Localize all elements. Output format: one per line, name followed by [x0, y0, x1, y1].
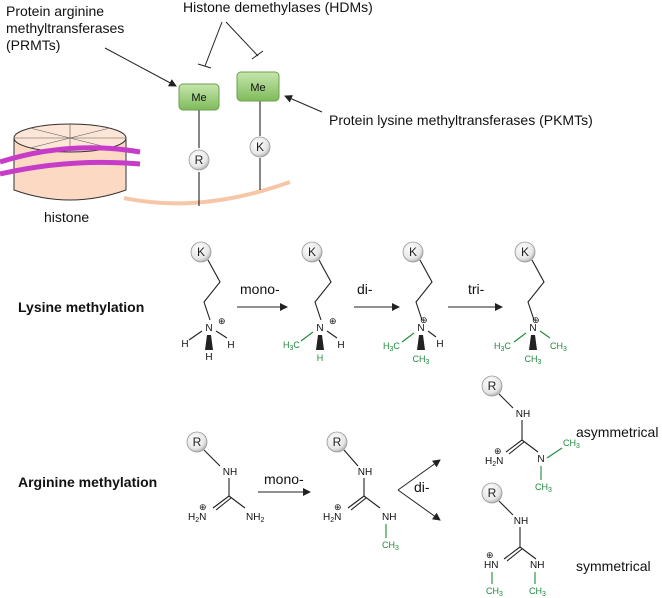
- prmt-arrow: [104, 47, 177, 87]
- prmt-label-line2: methyltransferases: [6, 20, 124, 36]
- svg-text:CH3: CH3: [525, 354, 542, 366]
- svg-text:K: K: [256, 140, 264, 154]
- svg-text:⊕: ⊕: [420, 315, 428, 325]
- svg-text:⊕: ⊕: [486, 550, 494, 560]
- svg-text:NH: NH: [358, 467, 372, 478]
- svg-text:⊕: ⊕: [218, 316, 226, 326]
- svg-text:NH: NH: [516, 409, 530, 420]
- svg-text:CH3: CH3: [413, 354, 430, 366]
- me-box-left: Me: [178, 83, 220, 111]
- svg-text:R: R: [333, 435, 342, 449]
- lysine-step-tri: tri-: [468, 281, 485, 297]
- svg-text:HN: HN: [484, 560, 498, 571]
- residue-k-ball: K: [249, 136, 271, 158]
- arginine-structure-0: R NH H2N ⊕ NH2: [186, 431, 264, 524]
- top-schematic: Protein arginine methyltransferases (PRM…: [0, 0, 593, 225]
- svg-text:K: K: [521, 245, 529, 259]
- svg-text:H3C: H3C: [283, 340, 300, 352]
- lysine-title: Lysine methylation: [18, 299, 144, 315]
- svg-text:CH3: CH3: [535, 482, 552, 494]
- arginine-title: Arginine methylation: [18, 474, 157, 490]
- svg-text:⊕: ⊕: [329, 316, 337, 326]
- svg-text:N: N: [316, 323, 323, 334]
- lysine-structure-0: K N ⊕ H H H: [181, 241, 235, 363]
- hdm-label: Histone demethylases (HDMs): [183, 0, 373, 15]
- pkmt-label: Protein lysine methyltransferases (PKMTs…: [329, 112, 593, 128]
- svg-text:NH: NH: [382, 512, 396, 523]
- svg-text:Me: Me: [250, 82, 265, 94]
- arginine-structure-1: R NH H2N ⊕ NH CH3: [323, 431, 399, 552]
- lysine-step-di: di-: [357, 281, 373, 297]
- svg-text:NH: NH: [223, 467, 237, 478]
- svg-text:H2N: H2N: [323, 512, 341, 524]
- asymmetrical-label: asymmetrical: [576, 424, 658, 440]
- svg-text:R: R: [488, 486, 497, 500]
- dna-strand: [0, 145, 141, 177]
- arginine-step-mono: mono-: [264, 471, 304, 487]
- svg-text:CH3: CH3: [529, 586, 546, 598]
- svg-text:⊕: ⊕: [494, 446, 502, 456]
- svg-text:H2N: H2N: [485, 456, 503, 468]
- svg-text:H: H: [317, 353, 324, 363]
- svg-text:R: R: [195, 153, 204, 167]
- hdm-inhibition: [197, 21, 264, 69]
- svg-text:H2N: H2N: [188, 512, 206, 524]
- lysine-structure-2: K N ⊕ H3C H CH3: [383, 241, 444, 366]
- svg-text:NH: NH: [514, 516, 528, 527]
- lysine-section: Lysine methylation mono- di- tri- K N ⊕ …: [18, 241, 567, 366]
- svg-text:⊕: ⊕: [334, 502, 342, 512]
- svg-text:R: R: [488, 379, 497, 393]
- lysine-step-mono: mono-: [240, 281, 280, 297]
- svg-text:H: H: [205, 352, 212, 363]
- svg-text:N: N: [205, 323, 212, 334]
- arginine-arrow-di-down: [397, 489, 441, 521]
- svg-text:N: N: [417, 323, 424, 334]
- svg-text:K: K: [197, 245, 205, 259]
- svg-text:K: K: [308, 245, 316, 259]
- histone-tail: [123, 180, 291, 206]
- prmt-label-line1: Protein arginine: [6, 3, 104, 19]
- svg-text:R: R: [193, 435, 202, 449]
- svg-text:H3C: H3C: [494, 341, 511, 353]
- svg-text:H: H: [436, 339, 443, 350]
- svg-text:H: H: [181, 339, 188, 350]
- arginine-structure-asym: R NH H2N ⊕ N CH3 CH3: [481, 375, 580, 494]
- svg-text:⊕: ⊕: [199, 502, 207, 512]
- svg-text:CH3: CH3: [563, 438, 580, 450]
- svg-text:K: K: [409, 245, 417, 259]
- arginine-structure-sym: R NH HN ⊕ NH CH3 CH3: [481, 482, 546, 598]
- svg-text:N: N: [537, 454, 544, 465]
- lysine-structure-3: K N ⊕ H3C CH3 CH3: [494, 241, 567, 366]
- arginine-arrow-di-up: [397, 459, 441, 491]
- lysine-structure-1: K N ⊕ H3C H H: [283, 241, 345, 363]
- pkmt-arrow: [284, 95, 323, 113]
- svg-text:H: H: [337, 340, 344, 351]
- histone-label: histone: [44, 209, 89, 225]
- svg-text:H: H: [227, 340, 234, 351]
- residue-r-ball: R: [188, 149, 210, 171]
- symmetrical-label: symmetrical: [576, 558, 651, 574]
- svg-text:CH3: CH3: [382, 540, 399, 552]
- me-box-right: Me: [236, 71, 280, 102]
- svg-text:N: N: [529, 323, 536, 334]
- arginine-section: Arginine methylation mono- di- asymmetri…: [18, 375, 658, 598]
- svg-text:CH3: CH3: [550, 341, 567, 353]
- prmt-label-line3: (PRMTs): [6, 37, 60, 53]
- svg-text:H3C: H3C: [383, 341, 400, 353]
- svg-text:Me: Me: [191, 92, 206, 104]
- svg-text:NH: NH: [530, 560, 544, 571]
- svg-text:NH2: NH2: [246, 512, 264, 524]
- arginine-step-di: di-: [414, 479, 430, 495]
- svg-text:CH3: CH3: [486, 586, 503, 598]
- svg-text:⊕: ⊕: [532, 315, 540, 325]
